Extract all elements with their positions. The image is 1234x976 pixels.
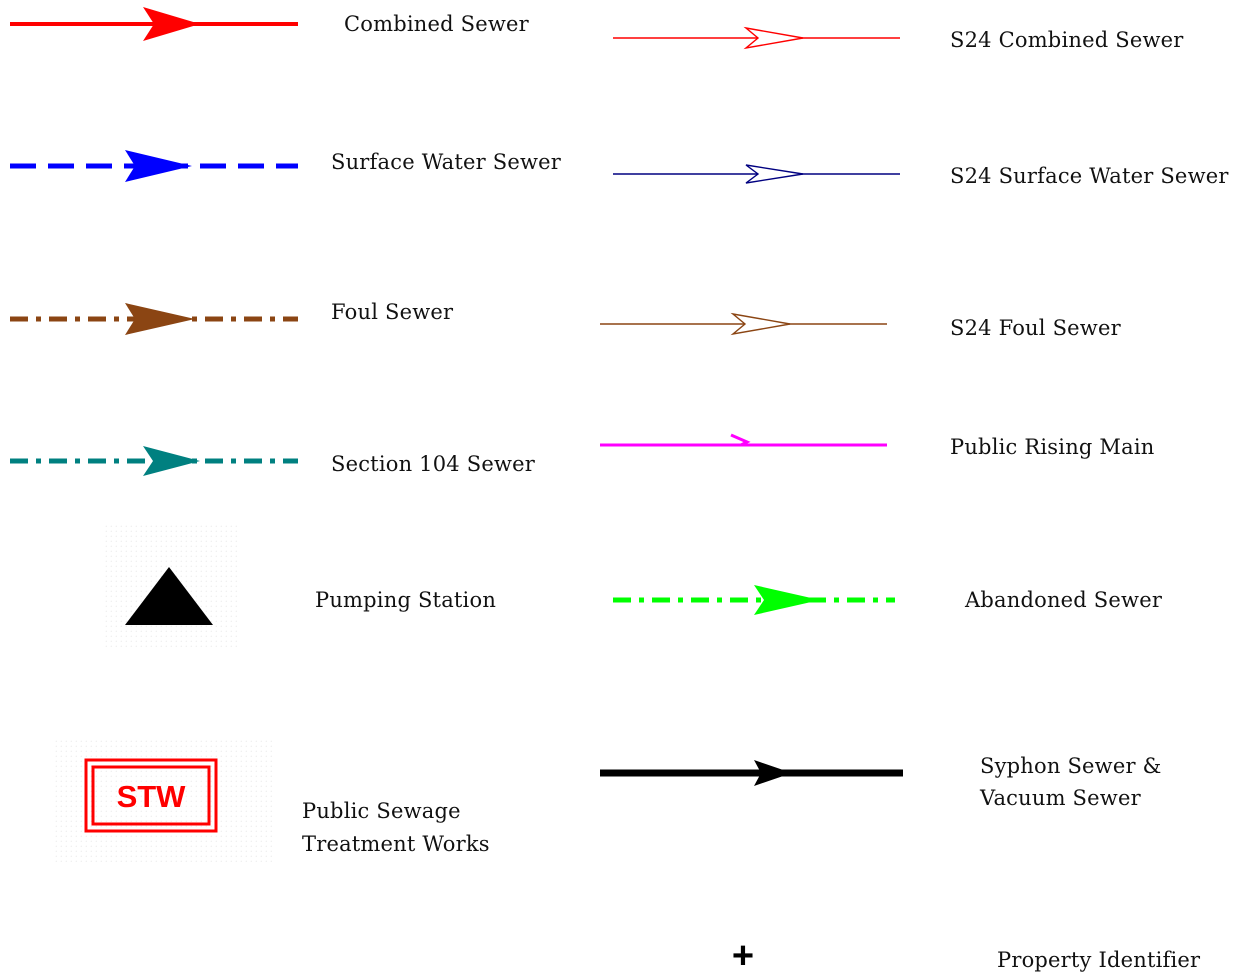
combined-sewer-symbol (10, 7, 298, 41)
property-identifier-label: Property Identifier (997, 948, 1201, 972)
section-104-sewer-label: Section 104 Sewer (331, 452, 535, 476)
s24-surface-water-sewer-arrow-icon (745, 164, 804, 184)
s24-foul-sewer-label: S24 Foul Sewer (950, 316, 1121, 340)
s24-combined-sewer-symbol (613, 26, 900, 50)
abandoned-sewer-arrow-icon (754, 585, 820, 615)
stw-inner-frame (91, 765, 211, 826)
s24-surface-water-sewer-symbol (613, 164, 900, 184)
section-104-sewer-arrow-icon (143, 446, 200, 476)
abandoned-sewer-label: Abandoned Sewer (965, 588, 1163, 612)
surface-water-sewer-label: Surface Water Sewer (331, 150, 562, 174)
stw-icon: STW (117, 779, 187, 814)
public-rising-main-tick-icon (730, 433, 751, 447)
surface-water-sewer-arrow-icon (125, 150, 192, 182)
stw-label-line-2: Treatment Works (302, 832, 490, 856)
s24-combined-sewer-label: S24 Combined Sewer (950, 28, 1184, 52)
stw-outer-frame (84, 758, 218, 833)
s24-surface-water-sewer-label: S24 Surface Water Sewer (950, 164, 1229, 188)
stw-symbol: STW (55, 738, 273, 862)
s24-combined-sewer-arrow-icon (743, 26, 804, 50)
stw-label-line-1: Public Sewage (302, 799, 461, 823)
pumping-station-label: Pumping Station (315, 588, 497, 612)
abandoned-sewer-symbol (613, 585, 895, 615)
combined-sewer-label: Combined Sewer (344, 12, 529, 36)
foul-sewer-arrow-icon (125, 303, 195, 335)
s24-foul-sewer-symbol (600, 312, 887, 336)
surface-water-sewer-symbol (10, 150, 298, 182)
syphon-vacuum-sewer-symbol (600, 760, 903, 786)
public-rising-main-symbol (600, 433, 887, 447)
syphon-vacuum-label-line-1: Syphon Sewer & (980, 754, 1162, 778)
triangle-icon (125, 567, 213, 625)
foul-sewer-symbol (10, 303, 298, 335)
foul-sewer-label: Foul Sewer (331, 300, 454, 324)
s24-foul-sewer-arrow-icon (730, 312, 791, 336)
pumping-station-symbol (103, 525, 238, 648)
public-rising-main-label: Public Rising Main (950, 435, 1155, 459)
syphon-vacuum-label-line-2: Vacuum Sewer (980, 786, 1141, 810)
cross-icon: + (732, 935, 754, 976)
combined-sewer-arrow-icon (143, 7, 200, 41)
syphon-vacuum-sewer-arrow-icon (754, 760, 792, 786)
section-104-sewer-symbol (10, 446, 298, 476)
